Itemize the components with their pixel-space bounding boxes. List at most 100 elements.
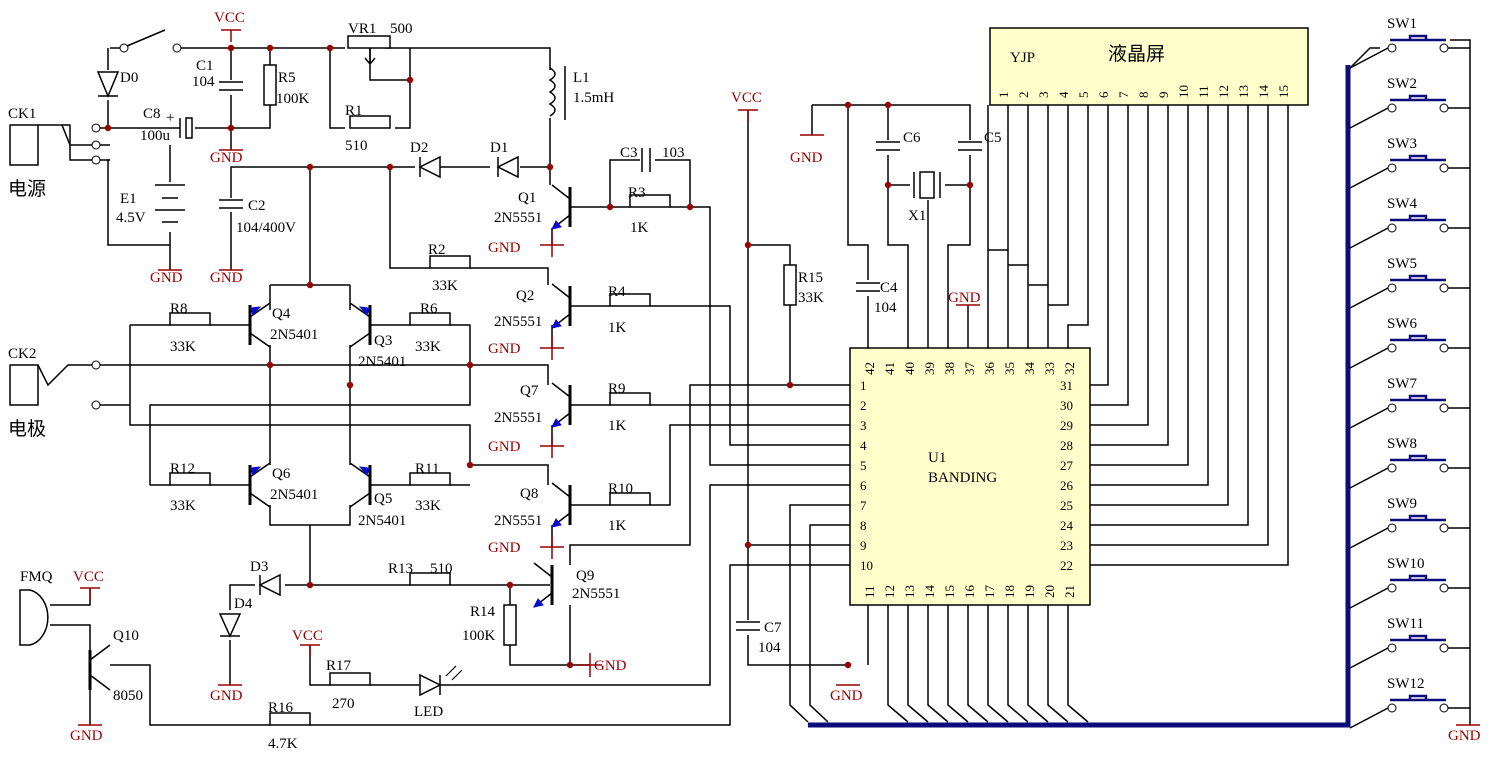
label-r8: R8 bbox=[170, 301, 188, 317]
vcc-symbol bbox=[738, 109, 758, 122]
ic-pin-right: 27 bbox=[1060, 458, 1074, 473]
ic-pin-right: 28 bbox=[1060, 438, 1073, 453]
label-q_pnp: 2N5401 bbox=[270, 327, 318, 343]
resistor-r3 bbox=[629, 194, 671, 208]
switch-terminal bbox=[1387, 523, 1397, 533]
label-r17: R17 bbox=[326, 658, 352, 674]
label-d4: D4 bbox=[234, 596, 253, 612]
ic-pin-right: 23 bbox=[1060, 538, 1073, 553]
ic-pin-left: 1 bbox=[860, 378, 867, 393]
vr1-wiper bbox=[364, 48, 376, 66]
label-c7_val: 104 bbox=[758, 640, 781, 656]
label-r9: R9 bbox=[608, 381, 626, 397]
lcd-pin-label: 4 bbox=[1056, 91, 1071, 98]
switch-terminal bbox=[1387, 43, 1397, 53]
junction-dot bbox=[306, 281, 314, 289]
label-r3: R3 bbox=[628, 185, 646, 201]
junction-dot bbox=[844, 661, 852, 669]
switch-button bbox=[1390, 514, 1446, 522]
ic-pin-bottom: 19 bbox=[1022, 585, 1037, 598]
label-gnd: GND bbox=[1448, 728, 1481, 744]
switch-terminal bbox=[1439, 583, 1449, 593]
crystal-plates bbox=[913, 172, 941, 198]
resistor-r4 bbox=[609, 293, 651, 307]
switch-wire bbox=[1349, 407, 1389, 429]
label-r15_val: 33K bbox=[798, 290, 824, 306]
label-r10: R10 bbox=[608, 481, 633, 497]
jack-terminal bbox=[91, 400, 101, 410]
label-r9_val: 1K bbox=[608, 418, 627, 434]
ic-pin-left: 4 bbox=[860, 438, 867, 453]
label-c8_val: 100u bbox=[140, 128, 171, 144]
label-r17_val: 270 bbox=[332, 696, 355, 712]
junction-dot bbox=[884, 181, 892, 189]
label-electrode: 电极 bbox=[8, 418, 46, 440]
lcd-pin-label: 6 bbox=[1096, 91, 1111, 98]
ic-pin-left: 10 bbox=[860, 558, 873, 573]
label-q_npn: 2N5551 bbox=[572, 586, 620, 602]
transistor-q8 bbox=[551, 482, 571, 528]
lcd-pin-label: 13 bbox=[1236, 85, 1251, 98]
label-q10: Q10 bbox=[113, 628, 139, 644]
label-r6_val: 33K bbox=[415, 339, 441, 355]
label-gnd: GND bbox=[488, 240, 521, 256]
capacitor-c2 bbox=[219, 199, 243, 209]
capacitor-c5 bbox=[958, 141, 982, 151]
switch-button bbox=[1390, 454, 1446, 462]
switch-label-12: SW12 bbox=[1387, 676, 1425, 692]
switch-terminal bbox=[1439, 523, 1449, 533]
junction-dot bbox=[466, 361, 474, 369]
switch-terminal bbox=[1439, 703, 1449, 713]
switch-terminal bbox=[1387, 163, 1397, 173]
junction-dot bbox=[227, 124, 235, 132]
ic-pin-top: 34 bbox=[1022, 362, 1037, 376]
switch-terminal bbox=[1439, 283, 1449, 293]
inductor-l1 bbox=[548, 67, 556, 117]
switch-terminal bbox=[1387, 703, 1397, 713]
label-u1: U1 bbox=[928, 450, 946, 466]
switch-button bbox=[1390, 334, 1446, 342]
switch-terminal bbox=[1387, 283, 1397, 293]
label-d2: D2 bbox=[410, 140, 428, 156]
diode-d0 bbox=[96, 71, 120, 98]
switch-button bbox=[1390, 574, 1446, 582]
junction-dot bbox=[227, 44, 235, 52]
ic-pin-left: 9 bbox=[860, 538, 867, 553]
label-r13: R13 bbox=[388, 561, 413, 577]
ic-pin-top: 41 bbox=[882, 362, 897, 375]
switch-terminal bbox=[1387, 463, 1397, 473]
label-c1_val: 104 bbox=[192, 74, 215, 90]
junction-dot bbox=[966, 181, 974, 189]
label-u1_val: BANDING bbox=[928, 470, 997, 486]
switch-terminal bbox=[1387, 343, 1397, 353]
jack-terminal bbox=[91, 360, 101, 370]
ic-pin-right: 29 bbox=[1060, 418, 1073, 433]
ic-pin-top: 39 bbox=[922, 362, 937, 375]
switch-button bbox=[1390, 394, 1446, 402]
label-c4_val: 104 bbox=[874, 300, 897, 316]
label-e1: E1 bbox=[120, 191, 137, 207]
switch-button bbox=[1390, 94, 1446, 102]
label-q2: Q2 bbox=[516, 288, 534, 304]
ic-pin-left: 3 bbox=[860, 418, 867, 433]
label-q_pnp: 2N5401 bbox=[358, 354, 406, 370]
label-lcd: 液晶屏 bbox=[1108, 43, 1165, 65]
ic-pin-bottom: 14 bbox=[922, 585, 937, 599]
lcd-pin-label: 10 bbox=[1176, 85, 1191, 98]
transistor-q7 bbox=[551, 382, 571, 428]
label-c3_val: 103 bbox=[662, 145, 685, 161]
junction-dot bbox=[744, 241, 752, 249]
junction-dot bbox=[506, 581, 514, 589]
label-fmq: FMQ bbox=[20, 569, 53, 585]
ic-pin-left: 7 bbox=[860, 498, 867, 513]
label-q9: Q9 bbox=[576, 568, 594, 584]
power-switch bbox=[126, 29, 166, 47]
label-vcc: VCC bbox=[73, 569, 104, 585]
battery-e1 bbox=[155, 184, 185, 223]
label-r5_val: 100K bbox=[276, 91, 310, 107]
resistor-r1 bbox=[349, 115, 391, 129]
switch-wire bbox=[1349, 647, 1389, 669]
label-r1_val: 510 bbox=[345, 138, 368, 154]
label-x1: X1 bbox=[908, 208, 926, 224]
lcd-pin-label: 2 bbox=[1016, 92, 1031, 99]
